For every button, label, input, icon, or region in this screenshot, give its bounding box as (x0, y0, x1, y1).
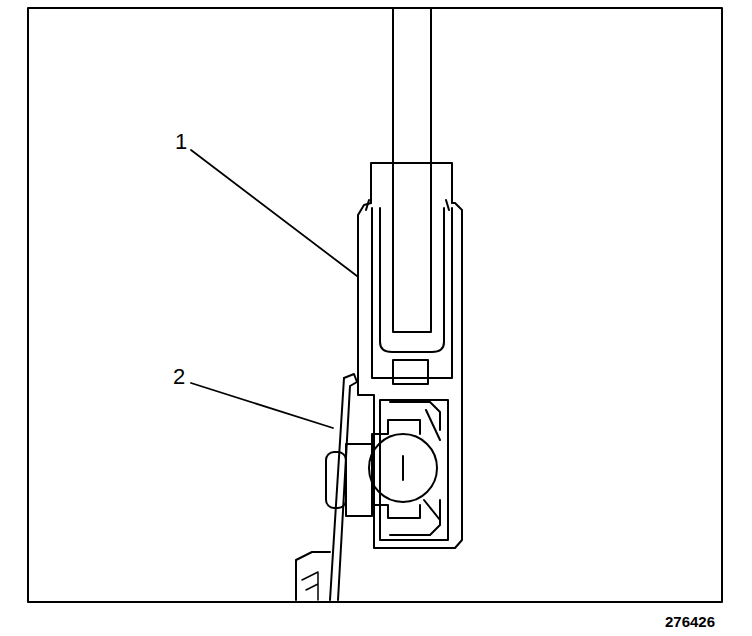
steering-arm-plate (338, 374, 357, 600)
bracket-body (358, 203, 462, 548)
knuckle-edge (296, 552, 330, 600)
rod-channel (380, 208, 444, 352)
figure-frame (28, 8, 722, 602)
collar-top (371, 163, 452, 203)
leader-line (191, 150, 357, 276)
knuckle-detail (302, 572, 318, 600)
steering-arm-edge (330, 378, 344, 600)
socket-seat (390, 402, 440, 535)
ball-cap (372, 420, 420, 518)
bracket-window (393, 360, 428, 384)
callout-number: 2 (173, 366, 185, 388)
slit-marks (366, 200, 449, 210)
rod (393, 9, 431, 332)
figure-number: 276426 (665, 614, 715, 629)
stud-neck (346, 444, 372, 516)
callout-number: 1 (175, 131, 187, 153)
bracket-channel (372, 208, 452, 378)
leader-line (191, 383, 333, 428)
ball-stud (369, 434, 437, 502)
ball-mark (402, 456, 404, 480)
stud-nut (326, 452, 346, 508)
